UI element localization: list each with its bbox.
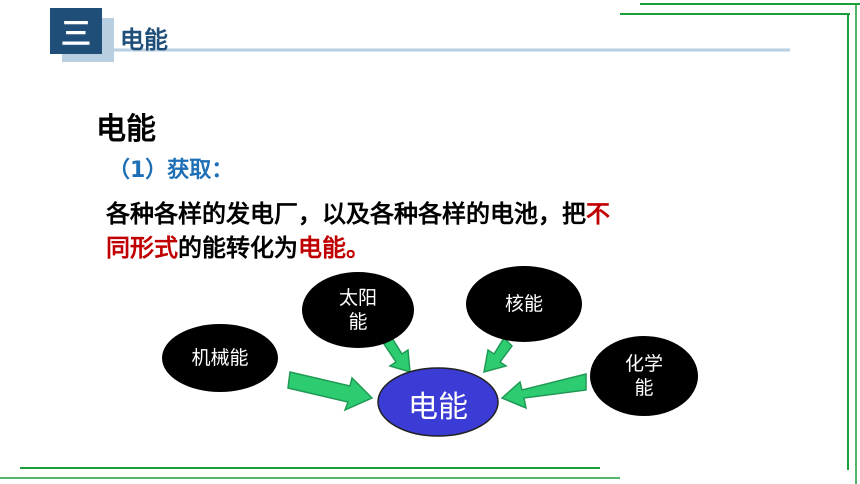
- label-chemical: 化学 能: [590, 352, 698, 400]
- label-nuclear: 核能: [504, 293, 543, 315]
- paragraph-text-2: 的能转化为: [178, 234, 298, 262]
- section-number-badge: 三: [50, 8, 102, 54]
- section-title: 电能: [120, 26, 168, 54]
- content-paragraph: 各种各样的发电厂，以及各种各样的电池，把不同形式的能转化为电能。: [106, 197, 626, 265]
- node-center-electric: [377, 367, 499, 437]
- arrow-mechanical: [287, 371, 374, 412]
- paragraph-highlight-2: 电能。: [298, 234, 370, 262]
- node-chemical: [590, 336, 698, 416]
- label-center-electric: 电能: [408, 390, 468, 425]
- arrow-nuclear: [483, 336, 513, 374]
- label-solar: 太阳 能: [302, 286, 414, 334]
- node-solar: [302, 272, 414, 348]
- label-solar-line2: 能: [348, 311, 368, 333]
- label-solar-line1: 太阳: [338, 287, 377, 309]
- node-mechanical: [162, 324, 278, 392]
- arrow-chemical: [500, 373, 587, 410]
- node-nuclear: [466, 266, 582, 342]
- content-subheading: （1）获取：: [108, 158, 234, 183]
- content-heading: 电能: [96, 112, 156, 147]
- label-mechanical: 机械能: [191, 347, 249, 369]
- arrow-solar: [382, 336, 411, 374]
- label-chemical-line1: 化学: [624, 353, 663, 375]
- paragraph-text-1: 各种各样的发电厂，以及各种各样的电池，把: [106, 200, 586, 228]
- label-chemical-line2: 能: [634, 377, 654, 399]
- paragraph-highlight-1: 不同形式: [106, 200, 610, 262]
